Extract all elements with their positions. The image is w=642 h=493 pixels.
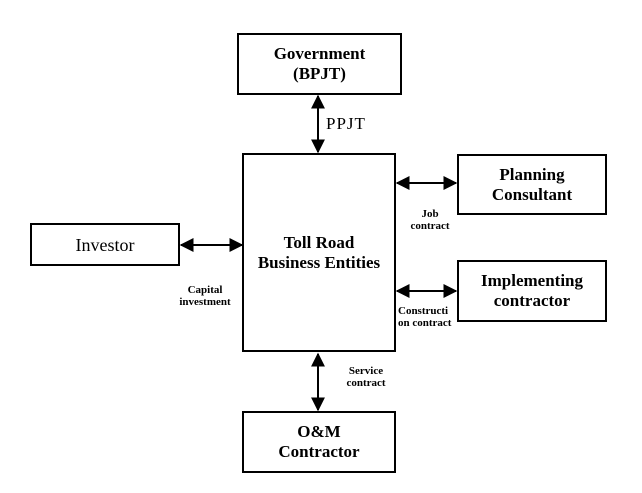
construction-contract-label-line1: Constructi: [398, 305, 449, 317]
planning-consultant-box-line1: Planning: [499, 164, 565, 184]
service-contract-label-line1: Service: [348, 365, 384, 377]
om-contractor-box-line1: O&M: [297, 422, 341, 441]
construction-contract-label: Constructi on contract: [398, 305, 458, 329]
toll-road-box-line1: Toll Road: [283, 232, 355, 252]
investor-box: Investor: [30, 223, 180, 266]
toll-road-box: Toll Road Business Entities: [242, 153, 396, 352]
capital-investment-label: Capital investment: [168, 284, 242, 308]
capital-investment-label-line1: Capital: [187, 284, 223, 296]
planning-consultant-box: Planning Consultant: [457, 154, 607, 215]
om-contractor-box-line2: Contractor: [278, 442, 360, 461]
government-box-line2: (BPJT): [293, 64, 346, 83]
investor-box-line1: Investor: [75, 234, 135, 255]
service-contract-label: Service contract: [334, 365, 398, 389]
ppjt-label: PPJT: [326, 114, 366, 133]
job-contract-label-line1: Job: [421, 208, 439, 220]
government-box-line1: Government: [273, 44, 366, 63]
job-contract-label: Job contract: [404, 208, 456, 232]
toll-road-box-line2: Business Entities: [257, 252, 381, 272]
om-contractor-box: O&M Contractor: [242, 411, 396, 473]
planning-consultant-box-line2: Consultant: [491, 184, 573, 204]
construction-contract-label-line2: on contract: [398, 317, 452, 329]
implementing-contractor-box: Implementing contractor: [457, 260, 607, 322]
job-contract-label-line2: contract: [410, 220, 450, 232]
government-box: Government (BPJT): [237, 33, 402, 95]
implementing-contractor-box-line2: contractor: [493, 291, 571, 310]
capital-investment-label-line2: investment: [179, 296, 231, 308]
service-contract-label-line2: contract: [346, 377, 386, 389]
implementing-contractor-box-line1: Implementing: [481, 271, 583, 290]
